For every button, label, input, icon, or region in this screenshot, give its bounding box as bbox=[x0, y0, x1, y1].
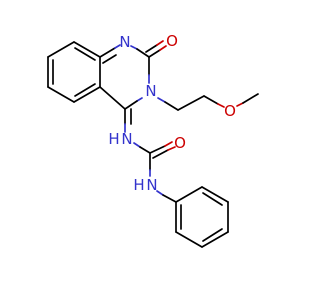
bond bbox=[162, 194, 177, 203]
bond bbox=[175, 186, 203, 203]
bond bbox=[47, 41, 75, 58]
bond bbox=[175, 231, 203, 248]
bond bbox=[99, 86, 126, 110]
bond bbox=[73, 86, 101, 103]
bond bbox=[236, 102, 244, 107]
carbonyl-bond bbox=[164, 141, 173, 147]
bond bbox=[73, 41, 101, 58]
carbonyl-bond bbox=[159, 45, 167, 51]
double-bond-inner bbox=[202, 192, 223, 206]
bond bbox=[136, 97, 143, 102]
bond bbox=[201, 231, 229, 248]
bond bbox=[99, 47, 116, 58]
carbonyl-bond bbox=[156, 40, 164, 46]
urea-linker bbox=[124, 108, 177, 203]
atom-nh-upper-h-label: H bbox=[108, 130, 119, 148]
bond bbox=[201, 186, 229, 203]
bond bbox=[164, 101, 179, 111]
bond bbox=[177, 95, 205, 111]
bond bbox=[124, 100, 138, 110]
double-bond-inner bbox=[202, 228, 223, 242]
double-bond-inner bbox=[74, 83, 96, 97]
bond bbox=[47, 86, 75, 103]
carbonyl-bond bbox=[152, 149, 169, 159]
double-bond-inner bbox=[74, 47, 96, 61]
phenyl-ring bbox=[175, 186, 229, 248]
bond bbox=[130, 45, 138, 50]
bond bbox=[139, 146, 151, 154]
bond bbox=[157, 97, 166, 103]
bond bbox=[156, 190, 164, 196]
atom-nh-lower-h-label: H bbox=[133, 176, 144, 194]
double-bond-inner bbox=[102, 54, 117, 64]
atom-n1-label: N bbox=[119, 33, 130, 51]
atom-o-ether-label: O bbox=[224, 102, 236, 120]
bond bbox=[136, 48, 150, 58]
carbonyl-bond bbox=[149, 145, 166, 154]
carbonyl-bond bbox=[148, 49, 161, 58]
atom-nh-upper-n-label: N bbox=[121, 130, 132, 148]
atom-labels: N O N O N H O N H bbox=[108, 32, 236, 194]
benzo-ring bbox=[47, 41, 101, 103]
pyrimidinone-ring bbox=[99, 40, 167, 110]
carbonyl-bond bbox=[167, 146, 176, 151]
atom-nh-lower-n-label: N bbox=[146, 176, 157, 194]
carbonyl-bond bbox=[145, 44, 158, 53]
atom-o-urea-label: O bbox=[174, 134, 186, 152]
bond bbox=[114, 44, 121, 49]
methoxyethyl-chain bbox=[157, 93, 259, 111]
bond bbox=[217, 103, 225, 108]
atom-o-ring-carbonyl-label: O bbox=[166, 32, 178, 50]
atom-n3-label: N bbox=[145, 82, 156, 100]
molecule-structure-diagram: N O N O N H O N H bbox=[47, 32, 259, 248]
bond bbox=[133, 142, 141, 148]
bond bbox=[242, 93, 259, 104]
bond bbox=[203, 95, 219, 105]
